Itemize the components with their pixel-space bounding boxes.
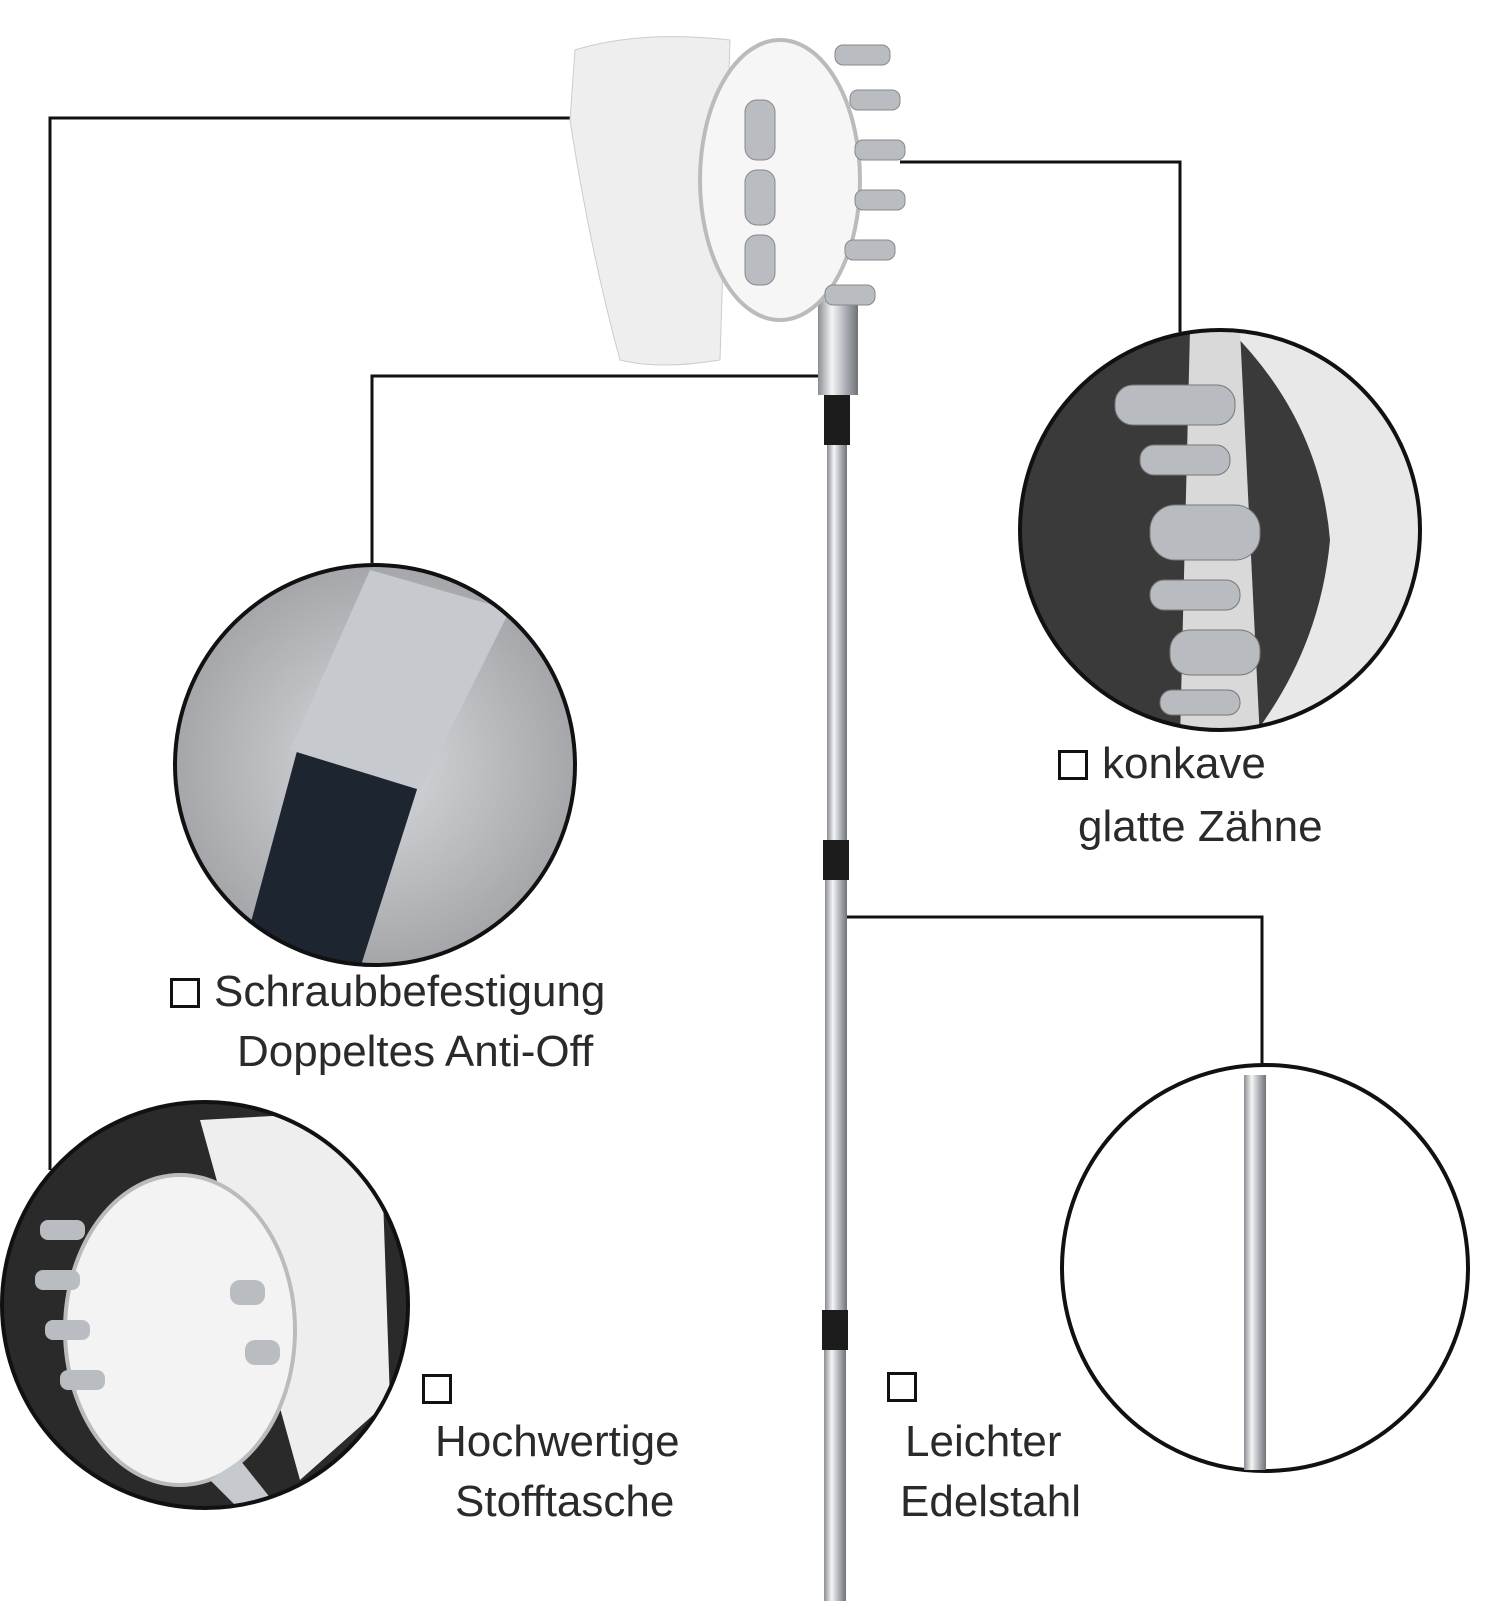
feature-teeth-line2: glatte Zähne [1078,802,1323,851]
telescopic-pole [818,300,858,1601]
feature-screw-line2: Doppeltes Anti-Off [237,1027,594,1076]
bag-detail-circle [2,1102,408,1508]
teeth-detail-circle [1020,330,1420,730]
feature-steel-line1: Leichter [905,1417,1062,1466]
feature-screw-line1: Schraubbefestigung [170,970,605,1014]
steel-detail-circle [1060,1063,1470,1473]
checkbox-icon [1058,750,1088,780]
callout-lines [48,116,1264,1170]
feature-bag-line1: Hochwertige [435,1417,680,1466]
feature-text: Schraubbefestigung [214,967,606,1016]
feature-steel-line2: Edelstahl [900,1477,1082,1526]
checkbox-icon [170,978,200,1008]
feature-bag-line2: Stofftasche [455,1477,675,1526]
fruit-picker-basket [569,36,906,366]
checkbox-icon [422,1374,452,1404]
feature-steel-checkbox [887,1364,931,1408]
feature-bag-checkbox [422,1366,466,1410]
feature-text: konkave [1102,739,1266,788]
screw-detail-circle [175,565,575,965]
checkbox-icon [887,1372,917,1402]
feature-teeth-line1: konkave [1058,742,1266,786]
